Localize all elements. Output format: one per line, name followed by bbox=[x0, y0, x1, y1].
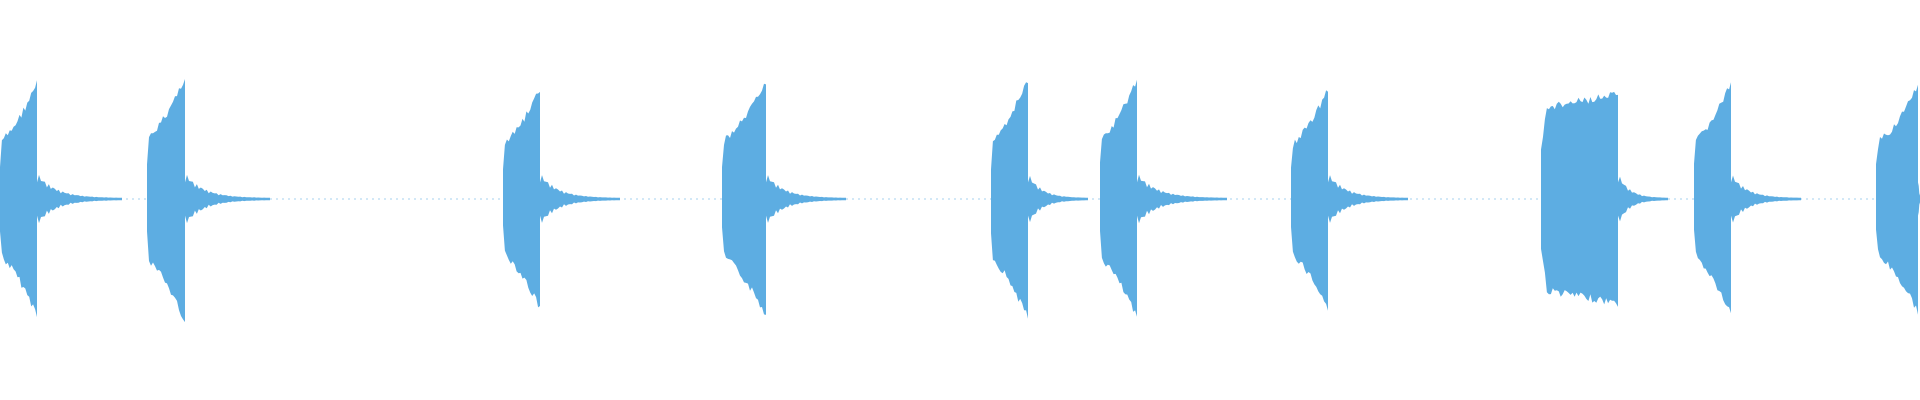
waveform-tail bbox=[1137, 174, 1227, 224]
waveform-tail bbox=[1028, 175, 1088, 223]
waveform-burst bbox=[1541, 83, 1618, 310]
waveform-burst bbox=[722, 83, 766, 315]
waveform-tail bbox=[37, 174, 122, 224]
waveform-tail bbox=[185, 174, 270, 224]
waveform-tail bbox=[1618, 176, 1668, 222]
waveform-tail bbox=[1918, 182, 1920, 216]
waveform-burst bbox=[1291, 89, 1328, 311]
waveform-tail bbox=[1328, 175, 1408, 223]
waveform-burst bbox=[991, 79, 1028, 319]
waveform-burst bbox=[1100, 79, 1137, 317]
waveform-tail bbox=[540, 175, 620, 223]
waveform-burst bbox=[147, 77, 185, 323]
waveform-burst bbox=[1876, 84, 1918, 315]
waveform-tail bbox=[766, 175, 846, 223]
waveform-tail bbox=[1731, 175, 1801, 223]
waveform-bursts bbox=[0, 77, 1920, 323]
waveform-burst bbox=[1694, 82, 1731, 314]
waveform-burst bbox=[503, 89, 540, 308]
waveform-burst bbox=[0, 80, 37, 318]
